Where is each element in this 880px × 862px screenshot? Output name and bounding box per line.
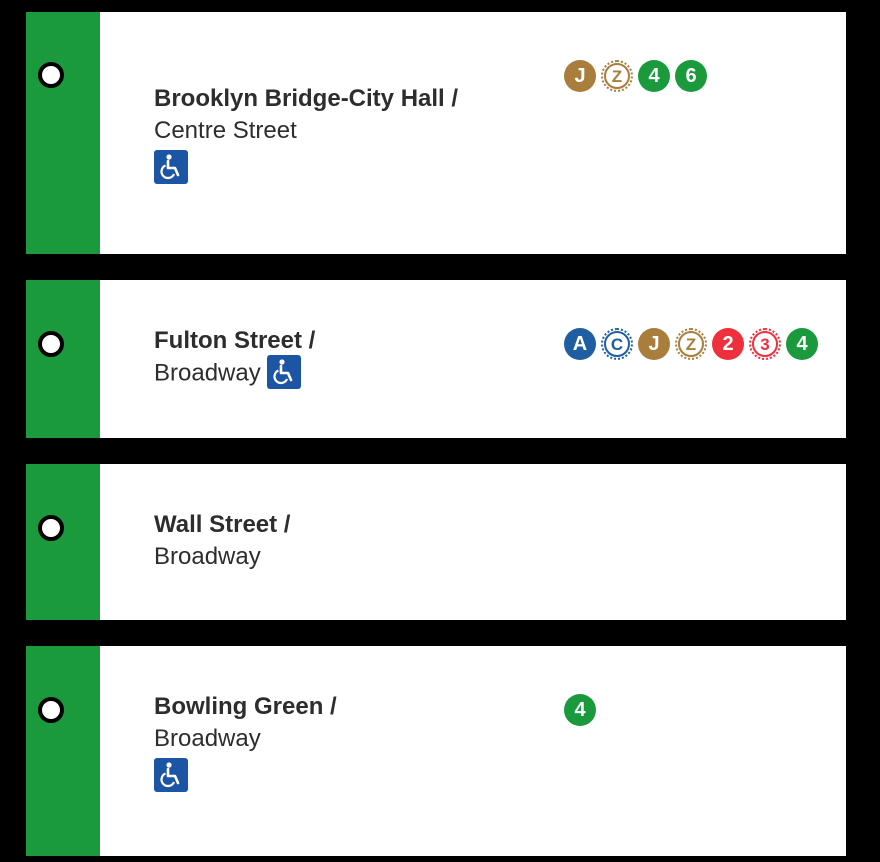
station-street: Broadway: [154, 725, 261, 752]
stop-marker-icon: [38, 62, 64, 88]
station-street: Centre Street: [154, 117, 297, 144]
line-strip: [26, 12, 100, 254]
route-bullet-z[interactable]: Z: [675, 328, 707, 360]
route-bullet-2[interactable]: 2: [712, 328, 744, 360]
wheelchair-icon: [154, 758, 188, 792]
route-bullet-4[interactable]: 4: [564, 694, 596, 726]
line-strip: [26, 464, 100, 620]
station-card-fulton-street[interactable]: Fulton Street / Broadway A C J Z 2 3 4: [26, 280, 846, 438]
station-name: Wall Street /: [154, 511, 291, 538]
station-text: Wall Street / Broadway: [154, 509, 290, 573]
station-text: Bowling Green / Broadway: [154, 691, 337, 792]
station-street: Broadway: [154, 359, 261, 387]
route-bullet-a[interactable]: A: [564, 328, 596, 360]
route-bullet-6[interactable]: 6: [675, 60, 707, 92]
station-name: Fulton Street /: [154, 327, 316, 354]
route-bullet-c[interactable]: C: [601, 328, 633, 360]
route-bullets: A C J Z 2 3 4: [564, 328, 818, 360]
stop-marker-icon: [38, 697, 64, 723]
route-bullet-j[interactable]: J: [638, 328, 670, 360]
station-card-bowling-green[interactable]: Bowling Green / Broadway 4: [26, 646, 846, 856]
wheelchair-icon: [154, 150, 188, 184]
station-name: Brooklyn Bridge-City Hall /: [154, 85, 459, 112]
stop-marker-icon: [38, 515, 64, 541]
station-street: Broadway: [154, 543, 261, 570]
station-card-wall-street[interactable]: Wall Street / Broadway: [26, 464, 846, 620]
line-strip: [26, 280, 100, 438]
route-bullet-z[interactable]: Z: [601, 60, 633, 92]
station-card-brooklyn-bridge[interactable]: Brooklyn Bridge-City Hall / Centre Stree…: [26, 12, 846, 254]
station-text: Brooklyn Bridge-City Hall / Centre Stree…: [154, 83, 458, 184]
route-bullet-3[interactable]: 3: [749, 328, 781, 360]
route-bullets: J Z 4 6: [564, 60, 707, 92]
route-bullet-j[interactable]: J: [564, 60, 596, 92]
wheelchair-icon: [266, 355, 301, 389]
station-text: Fulton Street / Broadway: [154, 325, 315, 391]
stop-marker-icon: [38, 331, 64, 357]
station-name: Bowling Green /: [154, 693, 337, 720]
route-bullets: 4: [564, 694, 596, 726]
route-bullet-4[interactable]: 4: [786, 328, 818, 360]
route-bullet-4[interactable]: 4: [638, 60, 670, 92]
line-strip: [26, 646, 100, 856]
